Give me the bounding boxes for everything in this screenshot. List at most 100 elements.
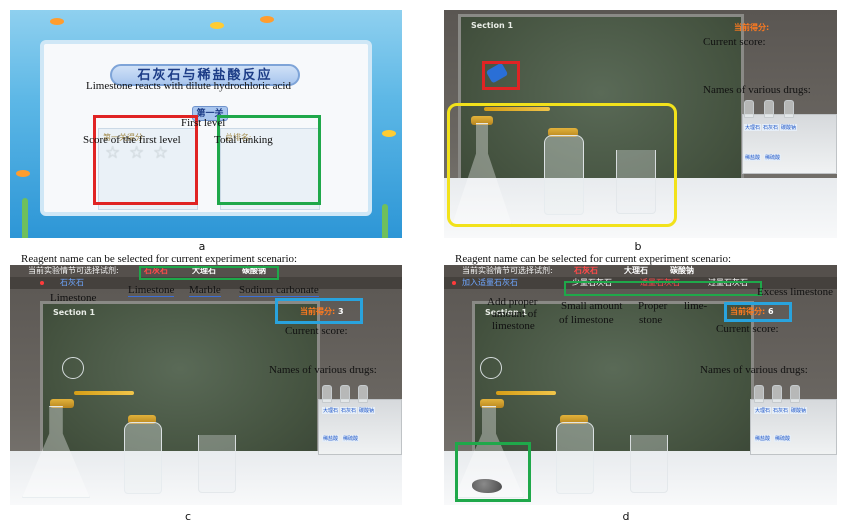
section-label: Section 1 [485, 308, 528, 317]
seaweed-decoration [22, 198, 28, 238]
annotation-current-score: Current score: [703, 36, 766, 48]
annotation-level-translation: First level [181, 117, 226, 129]
drug-tag[interactable]: 石灰石 [762, 124, 780, 131]
highlight-blue-box [724, 302, 792, 322]
drug-tag[interactable]: 稀盐酸 [754, 435, 772, 442]
annotation-selected-translation: Limestone [50, 292, 97, 304]
annotation-excess-translation: Excess limestone [757, 286, 834, 298]
glass-rod[interactable] [74, 391, 134, 395]
annotation-small-translation: of limestone [559, 314, 614, 326]
annotation-reagent-prompt: Reagent name can be selected for current… [21, 253, 298, 265]
panel-d-lab-scene: 当前实验情节可选择试剂: 石灰石 大理石 碳酸钠 加入适量石灰石 少量石灰石 适… [444, 265, 837, 505]
annotation-ranking-translation: Total ranking [214, 134, 273, 146]
fish-decoration [260, 16, 274, 23]
chalkboard: Section 1 [472, 301, 754, 469]
bottle-cap[interactable] [548, 128, 578, 137]
flask-stopper[interactable] [480, 399, 504, 408]
total-ranking-card: 总排名: [220, 128, 320, 210]
annotation-reagent-marble: Marble [189, 284, 221, 297]
game-title: 石灰石与稀盐酸反应 [110, 64, 300, 86]
reagent-bottle[interactable] [754, 385, 764, 403]
reagent-prompt: 当前实验情节可选择试剂: [462, 266, 553, 275]
drug-tag[interactable]: 稀硫酸 [342, 435, 360, 442]
score-value: 6 [768, 307, 774, 316]
bullet-icon [452, 281, 456, 285]
drug-tag[interactable]: 石灰石 [340, 407, 358, 414]
annotation-drug-names: Names of various drugs: [700, 364, 808, 376]
first-level-score-label: 第一关得分: [103, 133, 146, 142]
reagent-option-limestone[interactable]: 石灰石 [144, 266, 168, 275]
section-label: Section 1 [471, 21, 514, 30]
selected-item[interactable]: 石灰石 [60, 278, 84, 287]
panel-b-lab-scene: Section 1 当前得分: 大理石 石灰石 碳酸钠 稀盐酸 稀硫酸 [444, 10, 837, 238]
annotation-reagent-limestone: Limestone [128, 284, 175, 297]
glass-rod[interactable] [496, 391, 556, 395]
beaker[interactable] [630, 435, 668, 493]
gas-jar[interactable] [124, 422, 162, 494]
score-label: 当前得分: [730, 307, 766, 316]
annotation-title-translation: Limestone reacts with dilute hydrochlori… [86, 80, 291, 92]
annotation-selected-translation: limestone [492, 320, 535, 332]
annotation-drug-names: Names of various drugs: [269, 364, 377, 376]
drug-tag[interactable]: 稀硫酸 [774, 435, 792, 442]
reagent-prompt: 当前实验情节可选择试剂: [28, 266, 119, 275]
lab-table [10, 451, 402, 505]
bottle-cap[interactable] [128, 415, 156, 424]
limestone-lump [472, 479, 502, 493]
gas-jar[interactable] [544, 135, 584, 215]
drug-tag[interactable]: 稀盐酸 [744, 154, 762, 161]
reagent-bottle[interactable] [358, 385, 368, 403]
annotation-current-score: Current score: [285, 325, 348, 337]
annotation-selected-translation: amount of [492, 308, 537, 320]
reagent-option-sodium-carbonate[interactable]: 碳酸钠 [242, 266, 266, 275]
reagent-option-limestone[interactable]: 石灰石 [574, 266, 598, 275]
fish-decoration [210, 22, 224, 29]
reagent-bottle[interactable] [764, 100, 774, 118]
separatory-funnel[interactable] [62, 357, 84, 379]
score-label: 当前得分: [734, 23, 770, 32]
drug-tag[interactable]: 碳酸钠 [780, 124, 798, 131]
gas-jar[interactable] [556, 422, 594, 494]
reagent-option-marble[interactable]: 大理石 [624, 266, 648, 275]
drug-tag[interactable]: 稀盐酸 [322, 435, 340, 442]
reagent-option-sodium-carbonate[interactable]: 碳酸钠 [670, 266, 694, 275]
reagent-bottle[interactable] [772, 385, 782, 403]
drug-tag[interactable]: 大理石 [754, 407, 772, 414]
chalkboard: Section 1 [40, 301, 320, 469]
first-level-score-card: 第一关得分: ☆ ☆ ☆ [98, 128, 198, 210]
flask-stopper[interactable] [50, 399, 74, 408]
beaker[interactable] [616, 150, 656, 214]
selected-item-bar: 石灰石 [10, 277, 402, 289]
reagent-bottle[interactable] [784, 100, 794, 118]
seaweed-decoration [382, 204, 388, 238]
drug-tag[interactable]: 大理石 [744, 124, 762, 131]
annotation-score-translation: Score of the first level [83, 134, 181, 146]
drug-tag[interactable]: 稀硫酸 [764, 154, 782, 161]
separatory-funnel[interactable] [480, 357, 502, 379]
drug-tag[interactable]: 碳酸钠 [790, 407, 808, 414]
annotation-selected-translation: Add proper [487, 296, 538, 308]
score-label: 当前得分: [300, 307, 336, 316]
reagent-option-marble[interactable]: 大理石 [192, 266, 216, 275]
highlight-blue-box [275, 298, 363, 324]
highlight-yellow-box [447, 103, 677, 227]
caption-a: a [198, 240, 206, 253]
reagent-bottle[interactable] [744, 100, 754, 118]
annotation-drug-names: Names of various drugs: [703, 84, 811, 96]
reagent-bottle[interactable] [340, 385, 350, 403]
drug-tag[interactable]: 大理石 [322, 407, 340, 414]
beaker[interactable] [198, 435, 236, 493]
reagent-bottle[interactable] [322, 385, 332, 403]
caption-c: c [184, 510, 192, 523]
selected-item[interactable]: 加入适量石灰石 [462, 278, 518, 287]
bottle-cap[interactable] [560, 415, 588, 424]
flask-stopper[interactable] [471, 116, 493, 125]
drug-tag[interactable]: 石灰石 [772, 407, 790, 414]
reagent-bottle[interactable] [790, 385, 800, 403]
drug-tag[interactable]: 碳酸钠 [358, 407, 376, 414]
total-ranking-label: 总排名: [225, 133, 252, 142]
bullet-icon [40, 281, 44, 285]
glass-rod[interactable] [484, 107, 550, 111]
annotation-small-translation: Small amount [561, 300, 623, 312]
annotation-proper-translation: Proper [638, 300, 668, 312]
